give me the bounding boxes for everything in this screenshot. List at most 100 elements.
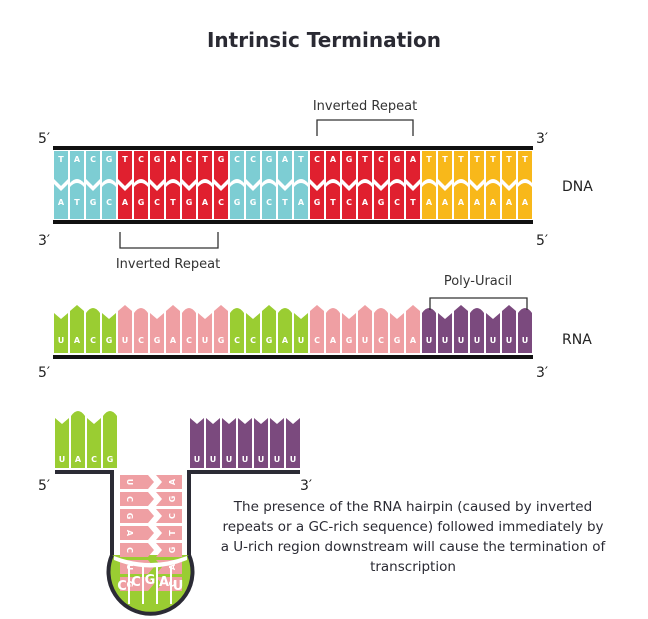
- inverted-repeat-bracket-top: [316, 119, 414, 136]
- rna-base-letter: G: [346, 336, 353, 345]
- rna-base-letter: A: [170, 336, 177, 345]
- dna-top-base: [310, 151, 324, 186]
- rna-base: [102, 313, 116, 353]
- hairpin-loop-letter: A: [159, 575, 169, 590]
- hairpin-stem-right-base: [156, 526, 182, 540]
- dna-bottom-base-letter: C: [218, 198, 224, 207]
- dna-bottom-base-letter: C: [394, 198, 400, 207]
- rna-base-letter: A: [282, 336, 289, 345]
- dna-bottom-backbone: [53, 220, 533, 224]
- dna-top-base: [166, 151, 180, 183]
- dna-top-base: [438, 151, 452, 186]
- rna-base: [198, 313, 212, 353]
- dna-top-base: [118, 151, 132, 186]
- rna-base: [294, 313, 308, 353]
- rna-base: [342, 313, 356, 353]
- hairpin-right-flank-letter: U: [210, 455, 217, 464]
- hairpin-stem-left-letter: A: [125, 530, 134, 537]
- rna-base: [70, 305, 84, 353]
- dna-double-strand: TAATCGGCTACGGCATCGTAGCCGCGGCATTACGATGCTA…: [38, 99, 593, 272]
- dna-top-base: [214, 151, 228, 186]
- dna-label: DNA: [562, 179, 593, 195]
- rna-base-letter: U: [426, 336, 433, 345]
- dna-top-base: [422, 151, 436, 183]
- dna-bottom-base: [70, 183, 84, 219]
- dna-bottom-base-letter: G: [314, 198, 321, 207]
- rna-base: [246, 313, 260, 353]
- hairpin-left-flank-base: [103, 411, 117, 468]
- hairpin-left-flank-letter: G: [107, 455, 114, 464]
- dna-bottom-base-letter: G: [250, 198, 257, 207]
- hairpin-left-backbone: [55, 470, 114, 555]
- hairpin-right-flank-letter: U: [290, 455, 297, 464]
- dna-bottom-base-letter: A: [490, 198, 497, 207]
- rna-base-letter: A: [330, 336, 337, 345]
- hairpin-loop-letter: C: [117, 579, 127, 594]
- rna-base-letter: C: [186, 336, 192, 345]
- dna-bottom-base: [86, 184, 100, 219]
- dna-bottom-base-letter: T: [170, 198, 176, 207]
- rna-base-letter: U: [298, 336, 305, 345]
- hairpin-stem-right-letter: A: [168, 478, 177, 485]
- dna-bottom-base: [390, 183, 404, 219]
- hairpin-left-flank-letter: A: [75, 455, 82, 464]
- rna-backbone: [53, 355, 533, 359]
- hairpin-right-flank-base: [206, 418, 220, 468]
- hairpin-right-flank-base: [254, 418, 268, 468]
- dna-bottom-base-letter: A: [474, 198, 481, 207]
- dna-top-base-letter: G: [394, 155, 401, 164]
- dna-top-base-letter: C: [186, 155, 192, 164]
- rna-base: [182, 308, 196, 353]
- dna-top-base-letter: C: [234, 155, 240, 164]
- dna-bottom-base: [166, 183, 180, 219]
- dna-top-base: [70, 151, 84, 183]
- hairpin-5prime-label: 5′: [38, 478, 50, 494]
- hairpin-right-flank-base: [190, 418, 204, 468]
- rna-base-letter: C: [250, 336, 256, 345]
- dna-top-base-letter: A: [282, 155, 289, 164]
- dna-top-base-letter: T: [58, 155, 64, 164]
- rna-base: [262, 305, 276, 353]
- hairpin-stem-left-letter: C: [125, 496, 134, 502]
- dna-bottom-base: [278, 184, 292, 219]
- dna-bottom-base-letter: G: [138, 198, 145, 207]
- rna-base: [486, 313, 500, 353]
- dna-bottom-base: [374, 184, 388, 219]
- hairpin-stem-left-base: [120, 509, 154, 523]
- dna-bottom-base: [502, 184, 516, 219]
- dna-bottom-base: [214, 184, 228, 219]
- hairpin-stem-left-base: [120, 475, 154, 489]
- rna-base-letter: U: [474, 336, 481, 345]
- hairpin-stem-right-letter: T: [168, 530, 177, 536]
- dna-bottom-base: [310, 184, 324, 219]
- dna-top-base-letter: T: [474, 155, 480, 164]
- dna-top-base: [246, 151, 260, 186]
- poly-uracil-label: Poly-Uracil: [444, 274, 512, 289]
- dna-top-base-letter: T: [522, 155, 528, 164]
- dna-top-backbone: [53, 146, 533, 150]
- rna-base: [310, 305, 324, 353]
- rna-base-letter: G: [394, 336, 401, 345]
- rna-base-letter: C: [314, 336, 320, 345]
- dna-bottom-base-letter: A: [506, 198, 513, 207]
- rna-base: [438, 313, 452, 353]
- rna-hairpin: UACGUUUUUUUUACGGCATCGUAGCCCGAU 5′ 3′: [38, 411, 312, 616]
- hairpin-right-flank-base: [270, 418, 284, 468]
- dna-bottom-base: [118, 184, 132, 219]
- dna-top-base-letter: A: [170, 155, 177, 164]
- dna-top-base: [294, 151, 308, 183]
- rna-base-letter: U: [58, 336, 65, 345]
- rna-base-letter: G: [106, 336, 113, 345]
- rna-base-letter: U: [442, 336, 449, 345]
- dna-top-base-letter: T: [490, 155, 496, 164]
- hairpin-right-flank-letter: U: [258, 455, 265, 464]
- rna-base-letter: C: [378, 336, 384, 345]
- dna-top-base-letter: A: [330, 155, 337, 164]
- hairpin-right-flank-base: [238, 418, 252, 468]
- dna-top-5prime-label: 5′: [38, 131, 50, 147]
- rna-base: [454, 305, 468, 353]
- dna-bottom-base: [486, 183, 500, 219]
- dna-top-base: [406, 151, 420, 186]
